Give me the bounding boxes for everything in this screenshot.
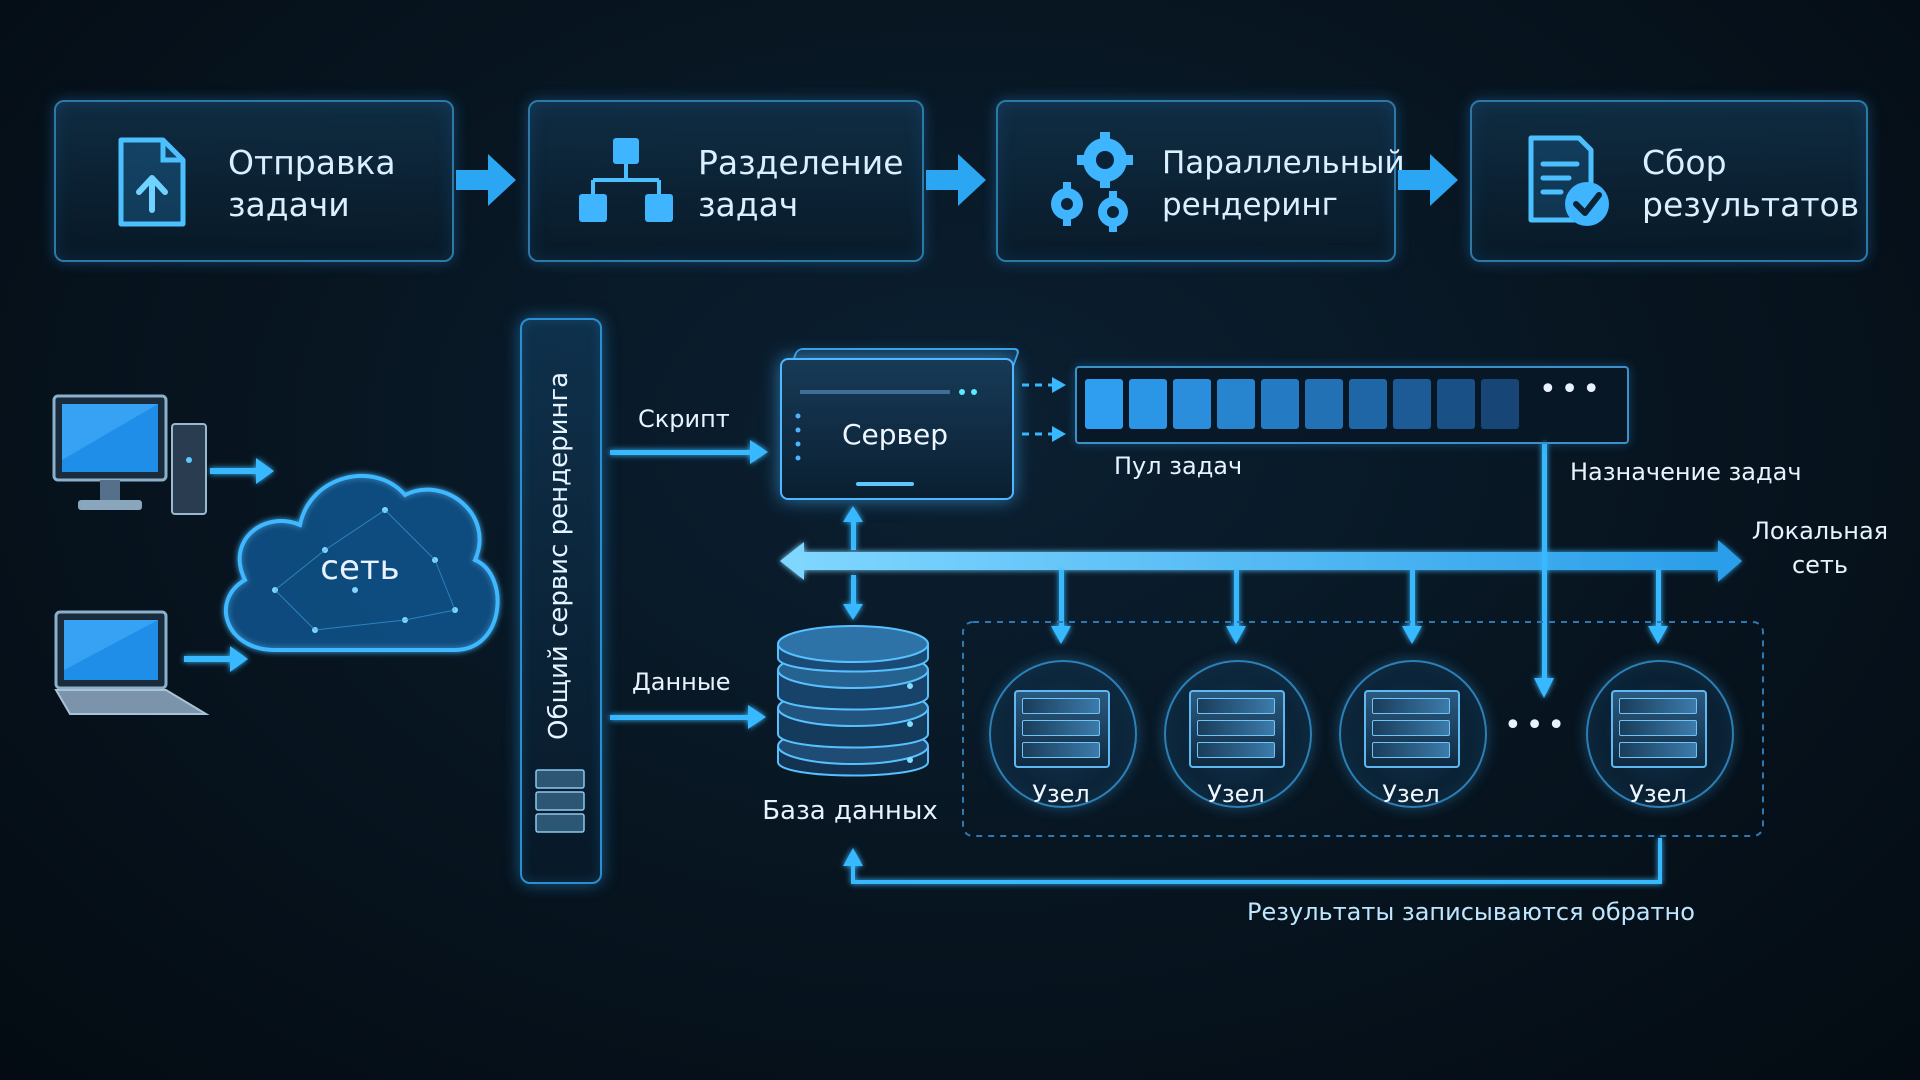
server-lights-icon bbox=[795, 389, 977, 486]
node-label: Узел bbox=[1629, 780, 1687, 808]
node-server-icon bbox=[1364, 690, 1460, 768]
pool-task-cell bbox=[1481, 379, 1519, 429]
task-pool: ••• bbox=[1075, 366, 1629, 444]
render-service-label: Общий сервис рендеринга bbox=[544, 371, 574, 740]
data-flow-label: Данные bbox=[632, 668, 731, 696]
task-pool-label: Пул задач bbox=[1114, 452, 1243, 480]
checklist-icon bbox=[1528, 135, 1609, 226]
device-arrows bbox=[184, 458, 274, 672]
step-split-tasks: Разделение задач bbox=[528, 100, 924, 262]
desktop-computer-icon bbox=[52, 394, 207, 515]
step-parallel-rendering: Параллельный рендеринг bbox=[996, 100, 1405, 262]
node-cluster-frame bbox=[962, 621, 1764, 837]
pool-ellipsis: ••• bbox=[1539, 372, 1605, 407]
pool-task-cell bbox=[1437, 379, 1475, 429]
pool-task-cell bbox=[1217, 379, 1255, 429]
vertical-links bbox=[843, 506, 863, 620]
pipeline-arrow-icon bbox=[456, 154, 516, 206]
server-pool-arrows bbox=[1022, 383, 1052, 436]
flow-arrows bbox=[610, 440, 768, 729]
database-label: База данных bbox=[762, 796, 938, 826]
cloud-label: сеть bbox=[320, 548, 400, 588]
step-label: Сбор результатов bbox=[1642, 143, 1860, 224]
task-assignment-label: Назначение задач bbox=[1570, 458, 1802, 486]
step-submit-task: Отправка задачи bbox=[54, 100, 454, 262]
step-label: Параллельный рендеринг bbox=[1162, 145, 1405, 223]
node-server-icon bbox=[1014, 690, 1110, 768]
results-writeback-label: Результаты записываются обратно bbox=[1247, 898, 1695, 926]
lan-bus bbox=[780, 540, 1742, 582]
gears-icon bbox=[1051, 132, 1133, 232]
node-server-icon bbox=[1189, 690, 1285, 768]
node-label: Узел bbox=[1032, 780, 1090, 808]
nodes-ellipsis: ••• bbox=[1504, 708, 1570, 743]
step-label: Разделение задач bbox=[698, 143, 904, 224]
node-label: Узел bbox=[1382, 780, 1440, 808]
pool-task-cell bbox=[1305, 379, 1343, 429]
server-label: Сервер bbox=[841, 418, 949, 451]
render-service-bar bbox=[520, 318, 602, 884]
node-label: Узел bbox=[1207, 780, 1265, 808]
script-flow-label: Скрипт bbox=[638, 405, 730, 433]
network-cloud-icon bbox=[224, 473, 500, 652]
pool-task-cell bbox=[1349, 379, 1387, 429]
pool-task-cell bbox=[1173, 379, 1211, 429]
pipeline-arrow-icon bbox=[926, 154, 986, 206]
results-return-line bbox=[843, 838, 1662, 884]
hierarchy-icon bbox=[579, 138, 673, 222]
node-drops bbox=[1051, 570, 1668, 644]
pool-task-cell bbox=[1129, 379, 1167, 429]
database-icon bbox=[777, 625, 929, 777]
upload-document-icon bbox=[118, 137, 186, 227]
step-label: Отправка задачи bbox=[228, 143, 396, 224]
pipeline-arrow-icon bbox=[1398, 154, 1458, 206]
step-collect-results: Сбор результатов bbox=[1470, 100, 1868, 262]
assignment-arrow bbox=[1534, 440, 1554, 698]
pool-task-cell bbox=[1261, 379, 1299, 429]
lan-label: Локальная сеть bbox=[1751, 517, 1889, 579]
service-server-icon bbox=[535, 769, 585, 833]
node-server-icon bbox=[1611, 690, 1707, 768]
server bbox=[780, 358, 1014, 500]
laptop-icon bbox=[54, 610, 210, 715]
pool-task-cell bbox=[1085, 379, 1123, 429]
pool-task-cell bbox=[1393, 379, 1431, 429]
